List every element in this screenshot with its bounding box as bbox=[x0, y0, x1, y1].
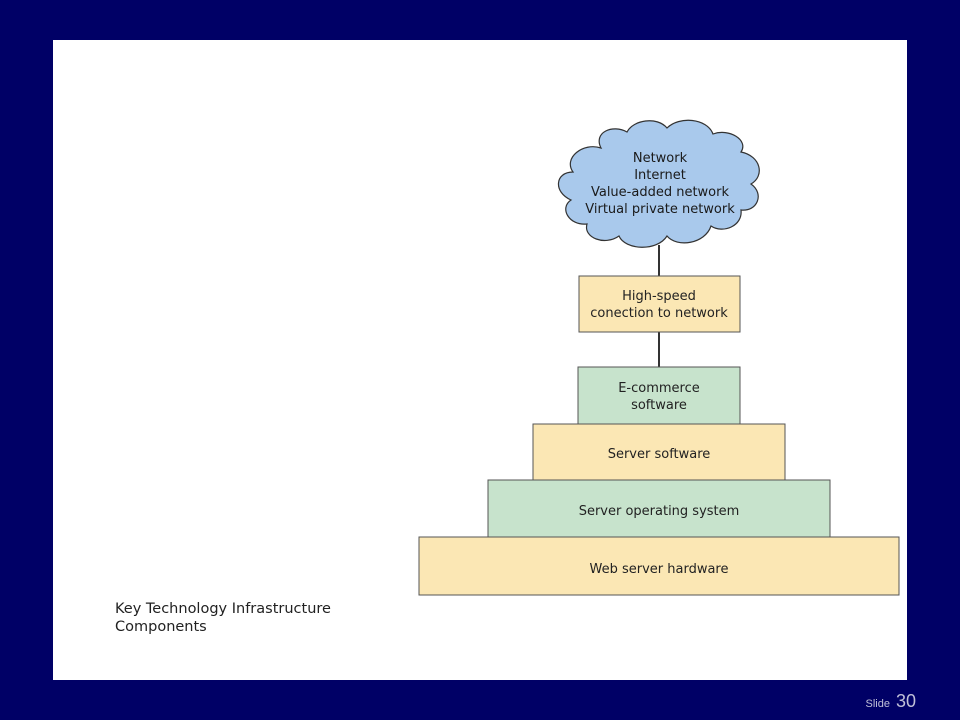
connection-line-2: conection to network bbox=[590, 306, 728, 321]
layer-server-os-label: Server operating system bbox=[579, 504, 740, 519]
layer-ecommerce-line-1: E-commerce bbox=[618, 381, 700, 396]
caption-line-1: Key Technology Infrastructure bbox=[115, 601, 331, 617]
layer-web-server-hardware: Web server hardware bbox=[418, 536, 900, 596]
cloud-line-4: Virtual private network bbox=[585, 202, 735, 217]
network-cloud: Network Internet Value-added network Vir… bbox=[557, 119, 760, 248]
layer-rect-server-os bbox=[487, 479, 831, 538]
cloud-line-2: Internet bbox=[634, 168, 686, 183]
connection-box-rect bbox=[578, 275, 741, 333]
layer-ecommerce-software: E-commerce software bbox=[577, 366, 741, 425]
connection-box: High-speed conection to network bbox=[578, 275, 741, 333]
cloud-line-3: Value-added network bbox=[591, 185, 730, 200]
cloud-shape bbox=[557, 119, 760, 248]
cloud-line-1: Network bbox=[633, 151, 688, 166]
layer-server-os: Server operating system bbox=[487, 479, 831, 538]
slide-number-label: Slide bbox=[865, 698, 890, 710]
figure-caption: Key Technology Infrastructure Components bbox=[115, 600, 331, 636]
layer-rect-server-software bbox=[532, 423, 786, 481]
caption-line-2: Components bbox=[115, 619, 207, 635]
slide-panel: Network Internet Value-added network Vir… bbox=[53, 40, 907, 680]
layer-server-software-label: Server software bbox=[608, 447, 711, 462]
layer-rect-ecommerce bbox=[577, 366, 741, 425]
layer-hardware-label: Web server hardware bbox=[590, 562, 729, 577]
slide-number-value: 30 bbox=[895, 691, 916, 711]
connection-line-1: High-speed bbox=[622, 289, 696, 304]
layer-rect-hardware bbox=[418, 536, 900, 596]
slide-number: Slide 30 bbox=[866, 691, 917, 712]
infrastructure-diagram: Network Internet Value-added network Vir… bbox=[418, 119, 900, 596]
layer-ecommerce-line-2: software bbox=[631, 398, 687, 413]
layer-server-software: Server software bbox=[532, 423, 786, 481]
